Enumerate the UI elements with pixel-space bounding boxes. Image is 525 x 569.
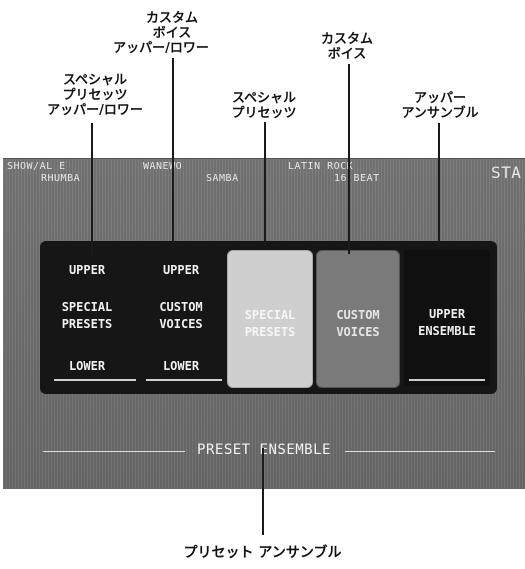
button-line: PRESETS bbox=[228, 324, 312, 341]
callout-custom-voices-upper-lower: カスタム ボイス アッパー/ロワー bbox=[132, 11, 212, 56]
rhythm-label-rhumba: RHUMBA bbox=[41, 173, 80, 184]
button-label: SPECIAL PRESETS bbox=[228, 307, 312, 341]
button-line: VOICES bbox=[317, 324, 399, 341]
button-label: CUSTOM VOICES bbox=[317, 307, 399, 341]
special-presets-lower-button[interactable]: LOWER bbox=[54, 359, 120, 373]
callout-line: アンサンブル bbox=[395, 106, 485, 121]
button-line: CUSTOM bbox=[148, 299, 214, 316]
callout-special-presets-upper-lower: スペシャル プリセッツ アッパー/ロワー bbox=[45, 73, 145, 118]
preset-ensemble-title: PRESET ENSEMBLE bbox=[3, 442, 525, 458]
callout-line: アッパー/ロワー bbox=[110, 41, 212, 56]
divider bbox=[54, 379, 136, 381]
special-presets-button[interactable]: SPECIAL PRESETS bbox=[227, 250, 313, 388]
custom-voices-upper-lower-label: CUSTOM VOICES bbox=[148, 299, 214, 333]
button-line: VOICES bbox=[148, 316, 214, 333]
rhythm-label-cut: SHOW/AL E bbox=[7, 161, 66, 172]
button-line: SPECIAL bbox=[54, 299, 120, 316]
callout-line: アッパー bbox=[395, 91, 485, 106]
divider bbox=[146, 379, 222, 381]
leader-line bbox=[91, 123, 93, 255]
upper-ensemble-button[interactable]: UPPER ENSEMBLE bbox=[404, 250, 490, 386]
voice-button-console: UPPER SPECIAL PRESETS LOWER UPPER CUSTOM… bbox=[40, 241, 497, 394]
callout-upper-ensemble: アッパー アンサンブル bbox=[395, 91, 485, 121]
rhythm-label-samba: SAMBA bbox=[206, 173, 239, 184]
callout-line: プリセッツ bbox=[45, 88, 145, 103]
button-line: CUSTOM bbox=[317, 307, 399, 324]
callout-line: カスタム bbox=[307, 32, 387, 47]
callout-line: ボイス bbox=[132, 26, 212, 41]
leader-line bbox=[262, 448, 264, 535]
callout-custom-voices: カスタム ボイス bbox=[307, 32, 387, 62]
custom-voices-lower-button[interactable]: LOWER bbox=[148, 359, 214, 373]
leader-line bbox=[172, 58, 174, 250]
divider bbox=[409, 379, 485, 381]
callout-line: プリセッツ bbox=[224, 106, 304, 121]
button-line: PRESETS bbox=[54, 316, 120, 333]
button-line: ENSEMBLE bbox=[404, 323, 490, 340]
callout-line: スペシャル bbox=[45, 73, 145, 88]
preset-ensemble-line-right bbox=[345, 451, 495, 452]
leader-line bbox=[438, 123, 440, 248]
callout-special-presets: スペシャル プリセッツ bbox=[224, 91, 304, 121]
rhythm-label-cut: LATIN ROCK bbox=[288, 161, 353, 172]
rhythm-label-cut: WANEWO bbox=[143, 161, 182, 172]
special-presets-upper-button[interactable]: UPPER bbox=[54, 263, 120, 277]
special-presets-upper-lower-label: SPECIAL PRESETS bbox=[54, 299, 120, 333]
rhythm-label-16beat: 16 BEAT bbox=[334, 173, 380, 184]
leader-line bbox=[264, 122, 266, 246]
callout-line: カスタム bbox=[132, 11, 212, 26]
custom-voices-upper-button[interactable]: UPPER bbox=[148, 263, 214, 277]
button-line: UPPER bbox=[404, 306, 490, 323]
leader-line bbox=[348, 64, 350, 254]
callout-line: ボイス bbox=[307, 47, 387, 62]
custom-voices-button[interactable]: CUSTOM VOICES bbox=[316, 250, 400, 388]
button-line: SPECIAL bbox=[228, 307, 312, 324]
callout-preset-ensemble: プリセット アンサンブル bbox=[0, 542, 525, 562]
button-label: UPPER ENSEMBLE bbox=[404, 306, 490, 340]
callout-line: スペシャル bbox=[224, 91, 304, 106]
callout-line: アッパー/ロワー bbox=[45, 103, 145, 118]
rhythm-label-cut: STA bbox=[491, 163, 521, 182]
